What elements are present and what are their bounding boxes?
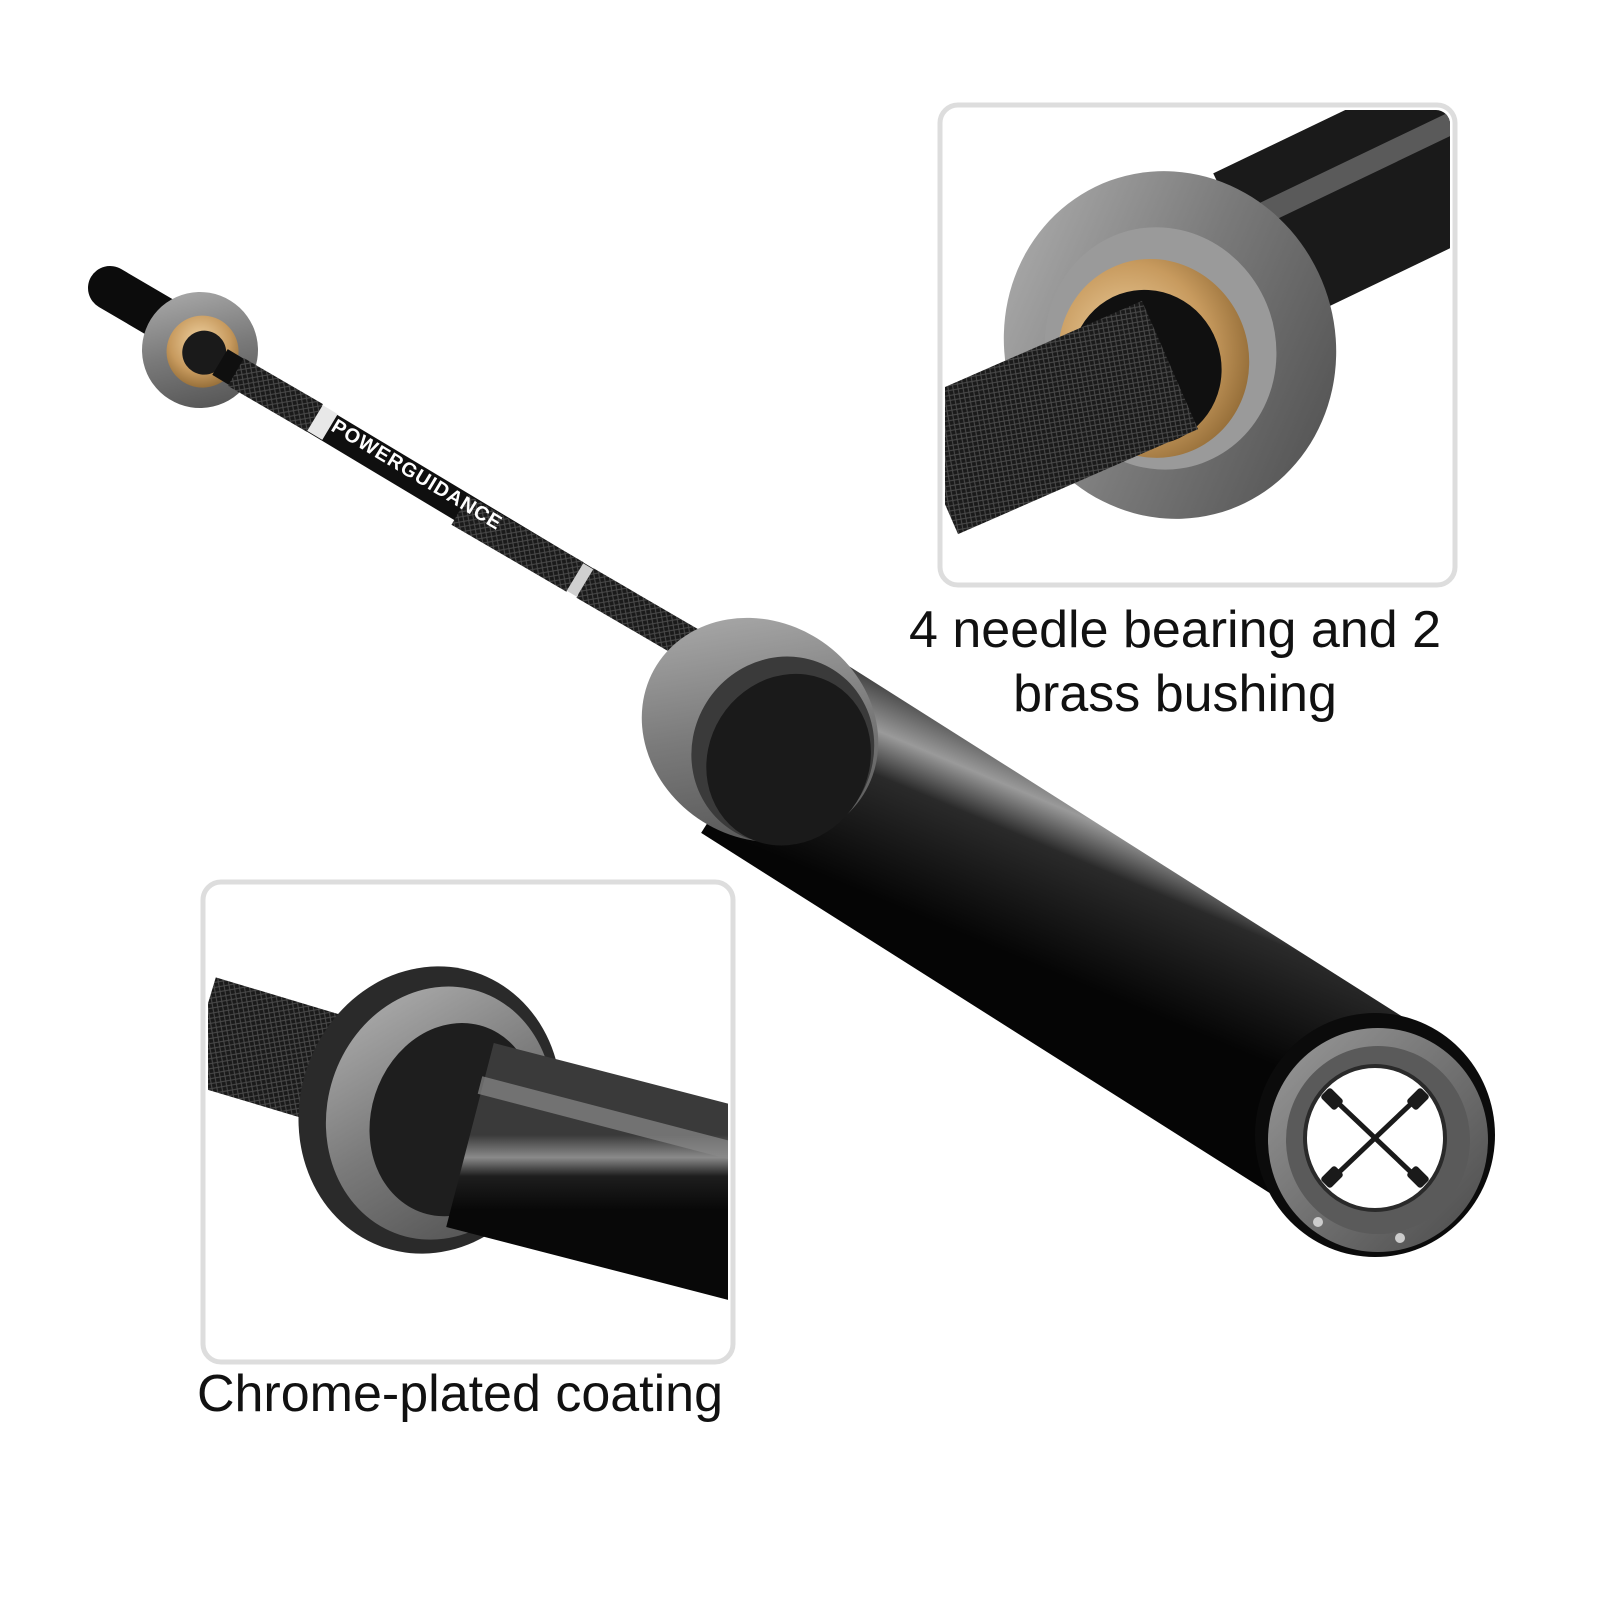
right-collar — [641, 617, 879, 846]
right-sleeve — [701, 647, 1419, 1213]
knurl-mark — [307, 405, 338, 440]
crossed-dumbbells-icon — [1321, 1088, 1429, 1188]
knurl-section-left — [227, 358, 324, 432]
knurl-section-center — [451, 495, 584, 592]
knurl-section-right — [576, 568, 709, 665]
bearing-detail-inset — [937, 102, 1458, 588]
coating-caption: Chrome-plated coating — [196, 1365, 724, 1423]
coating-detail-inset — [200, 879, 736, 1365]
cap-screw — [1313, 1217, 1323, 1227]
bearing-caption-line-1: 4 needle bearing and 2 — [908, 601, 1441, 659]
bearing-caption: 4 needle bearing and 2 brass bushing — [905, 598, 1445, 726]
bearing-caption-line-2: brass bushing — [1013, 665, 1337, 723]
brand-marking: POWERGUIDANCE — [327, 415, 506, 534]
sleeve-end-cap — [1255, 1013, 1495, 1257]
knurl-mark — [566, 563, 594, 597]
cap-screw — [1395, 1233, 1405, 1243]
